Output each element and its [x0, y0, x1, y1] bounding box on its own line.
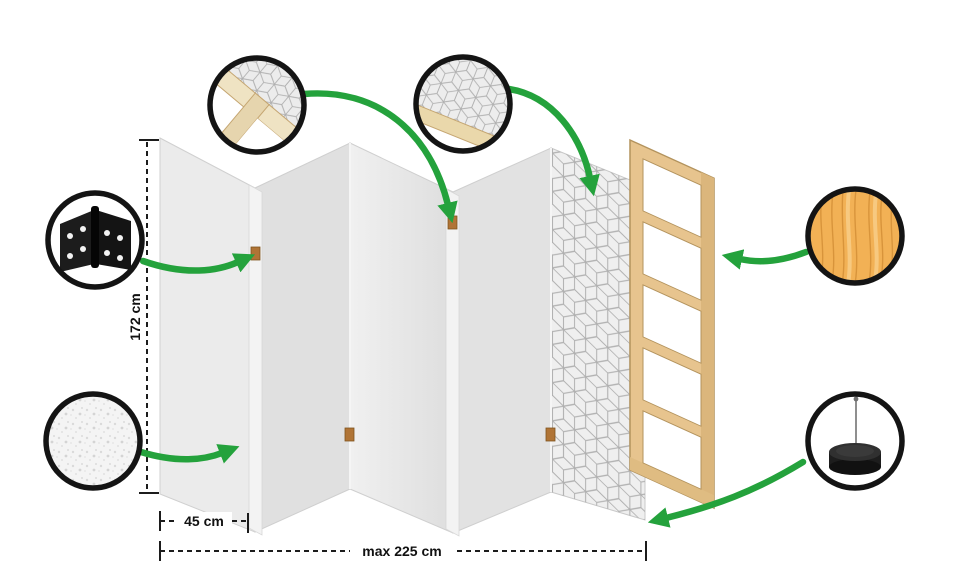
fabric-texture-icon: [43, 391, 143, 491]
panel-2: [254, 142, 351, 533]
hinge-icon: [45, 190, 145, 290]
callout-frame-corner: [207, 55, 307, 155]
arrow-pattern: [505, 85, 600, 197]
hinge-1: [250, 246, 261, 261]
frame-opening: [642, 410, 702, 490]
wood-frame: [629, 138, 715, 510]
arrow-frame-corner: [300, 90, 458, 224]
hinge-4: [545, 427, 556, 442]
frame-opening: [642, 221, 702, 301]
callout-foot: [805, 391, 905, 491]
frame-opening: [642, 284, 702, 364]
callout-wood: [805, 186, 905, 286]
max-width-dimension-label: max 225 cm: [362, 543, 441, 559]
arrow-foot: [647, 458, 807, 528]
callout-fabric: [43, 391, 143, 491]
pattern-detail-icon: [413, 54, 513, 154]
panel-edge-1: [248, 184, 263, 536]
panel-width-dimension-label: 45 cm: [184, 513, 224, 529]
callout-arrows: [137, 85, 810, 528]
hinge-2: [344, 427, 355, 442]
hinge-3: [447, 215, 458, 230]
height-dimension-label: 172 cm: [127, 293, 143, 340]
frame-opening: [642, 347, 702, 427]
callout-hinge: [45, 190, 145, 290]
pine-wood-icon: [805, 186, 905, 286]
folding-panels: [159, 137, 646, 537]
callout-pattern: [413, 54, 513, 154]
panel-edge-3: [445, 188, 460, 537]
panel-1: [159, 137, 256, 533]
foot-nail-icon: [805, 391, 905, 491]
frame-opening: [642, 158, 702, 238]
frame-corner-icon: [207, 55, 307, 155]
arrow-wood: [721, 248, 810, 270]
arrow-fabric: [137, 444, 240, 464]
pattern-panel: [550, 147, 646, 521]
panel-4: [452, 147, 552, 534]
dimensions: 172 cm 45 cm max 225 cm: [127, 139, 647, 561]
panel-3: [349, 142, 454, 534]
arrow-hinge: [139, 253, 256, 274]
